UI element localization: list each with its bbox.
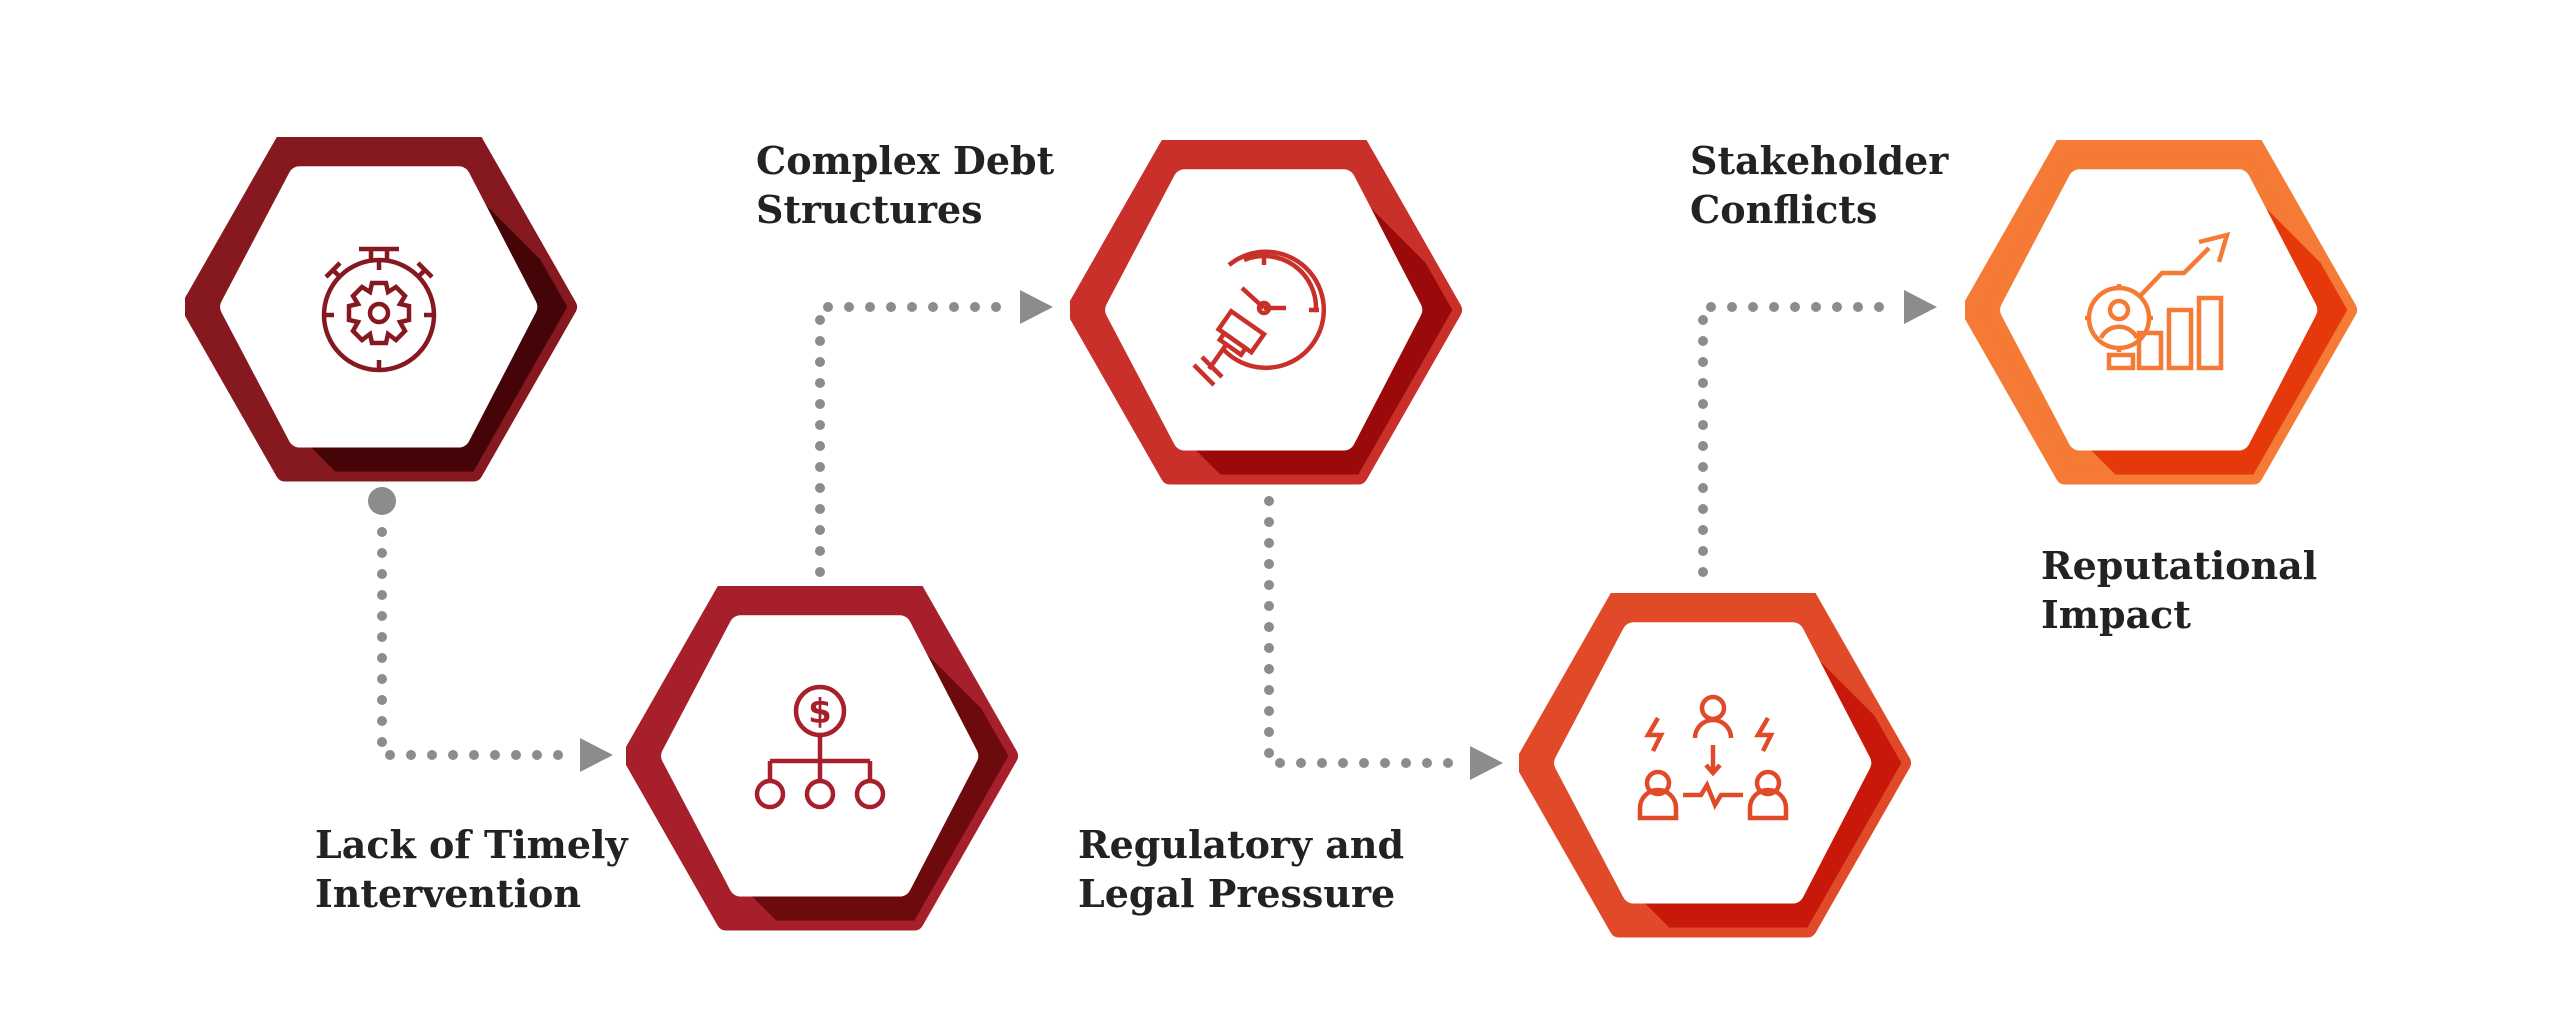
step-hexagon-1 — [185, 137, 585, 487]
step-hexagon-4 — [1519, 593, 1919, 943]
label-line: Complex Debt — [756, 138, 1055, 183]
label-line: Impact — [2041, 592, 2191, 637]
people-conflict-icon — [1519, 593, 1912, 938]
label-line: Lack of Timely — [315, 822, 628, 867]
connector-4 — [1698, 302, 1897, 577]
gavel-clock-icon — [1070, 140, 1463, 485]
arrow-head-4 — [1904, 290, 1937, 324]
dollar-hierarchy-icon: $ — [754, 684, 886, 810]
step-label-stakeholder-conflicts: Stakeholder Conflicts — [1690, 136, 1948, 234]
person-growth-chart-icon — [2085, 231, 2231, 371]
connector-1 — [377, 527, 575, 760]
arrow-head-1 — [580, 738, 613, 772]
people-conflict-icon — [1637, 694, 1789, 821]
step-label-reputational-impact: Reputational Impact — [2041, 541, 2317, 639]
step-label-regulatory-and-legal-pressure: Regulatory and Legal Pressure — [1078, 820, 1404, 918]
connector-3 — [1264, 496, 1465, 768]
connector-start-dot — [368, 487, 396, 515]
label-line: Intervention — [315, 871, 581, 916]
hexagon-inner — [2000, 169, 2318, 451]
connector-2 — [815, 302, 1015, 577]
arrow-head-2 — [1020, 290, 1053, 324]
svg-text:$: $ — [808, 692, 832, 732]
arrow-head-3 — [1470, 746, 1503, 780]
stopwatch-gear-icon — [185, 137, 578, 482]
label-line: Reputational — [2041, 543, 2318, 588]
hexagon-inner — [220, 166, 538, 448]
label-line: Regulatory and — [1078, 822, 1405, 867]
label-line: Stakeholder — [1690, 138, 1949, 183]
step-hexagon-3 — [1070, 140, 1470, 490]
label-line: Structures — [756, 187, 983, 232]
step-label-complex-debt-structures: Complex Debt Structures — [756, 136, 1054, 234]
step-hexagon-2: $ — [626, 586, 1026, 936]
label-line: Conflicts — [1690, 187, 1878, 232]
hexagon-inner — [1105, 169, 1423, 451]
step-hexagon-5 — [1965, 140, 2365, 490]
dollar-hierarchy-icon: $ — [626, 586, 1019, 931]
gavel-clock-icon — [1192, 249, 1327, 387]
stopwatch-gear-icon — [321, 246, 437, 373]
person-growth-chart-icon — [1965, 140, 2358, 485]
step-label-lack-of-timely-intervention: Lack of Timely Intervention — [315, 820, 628, 918]
label-line: Legal Pressure — [1078, 871, 1396, 916]
